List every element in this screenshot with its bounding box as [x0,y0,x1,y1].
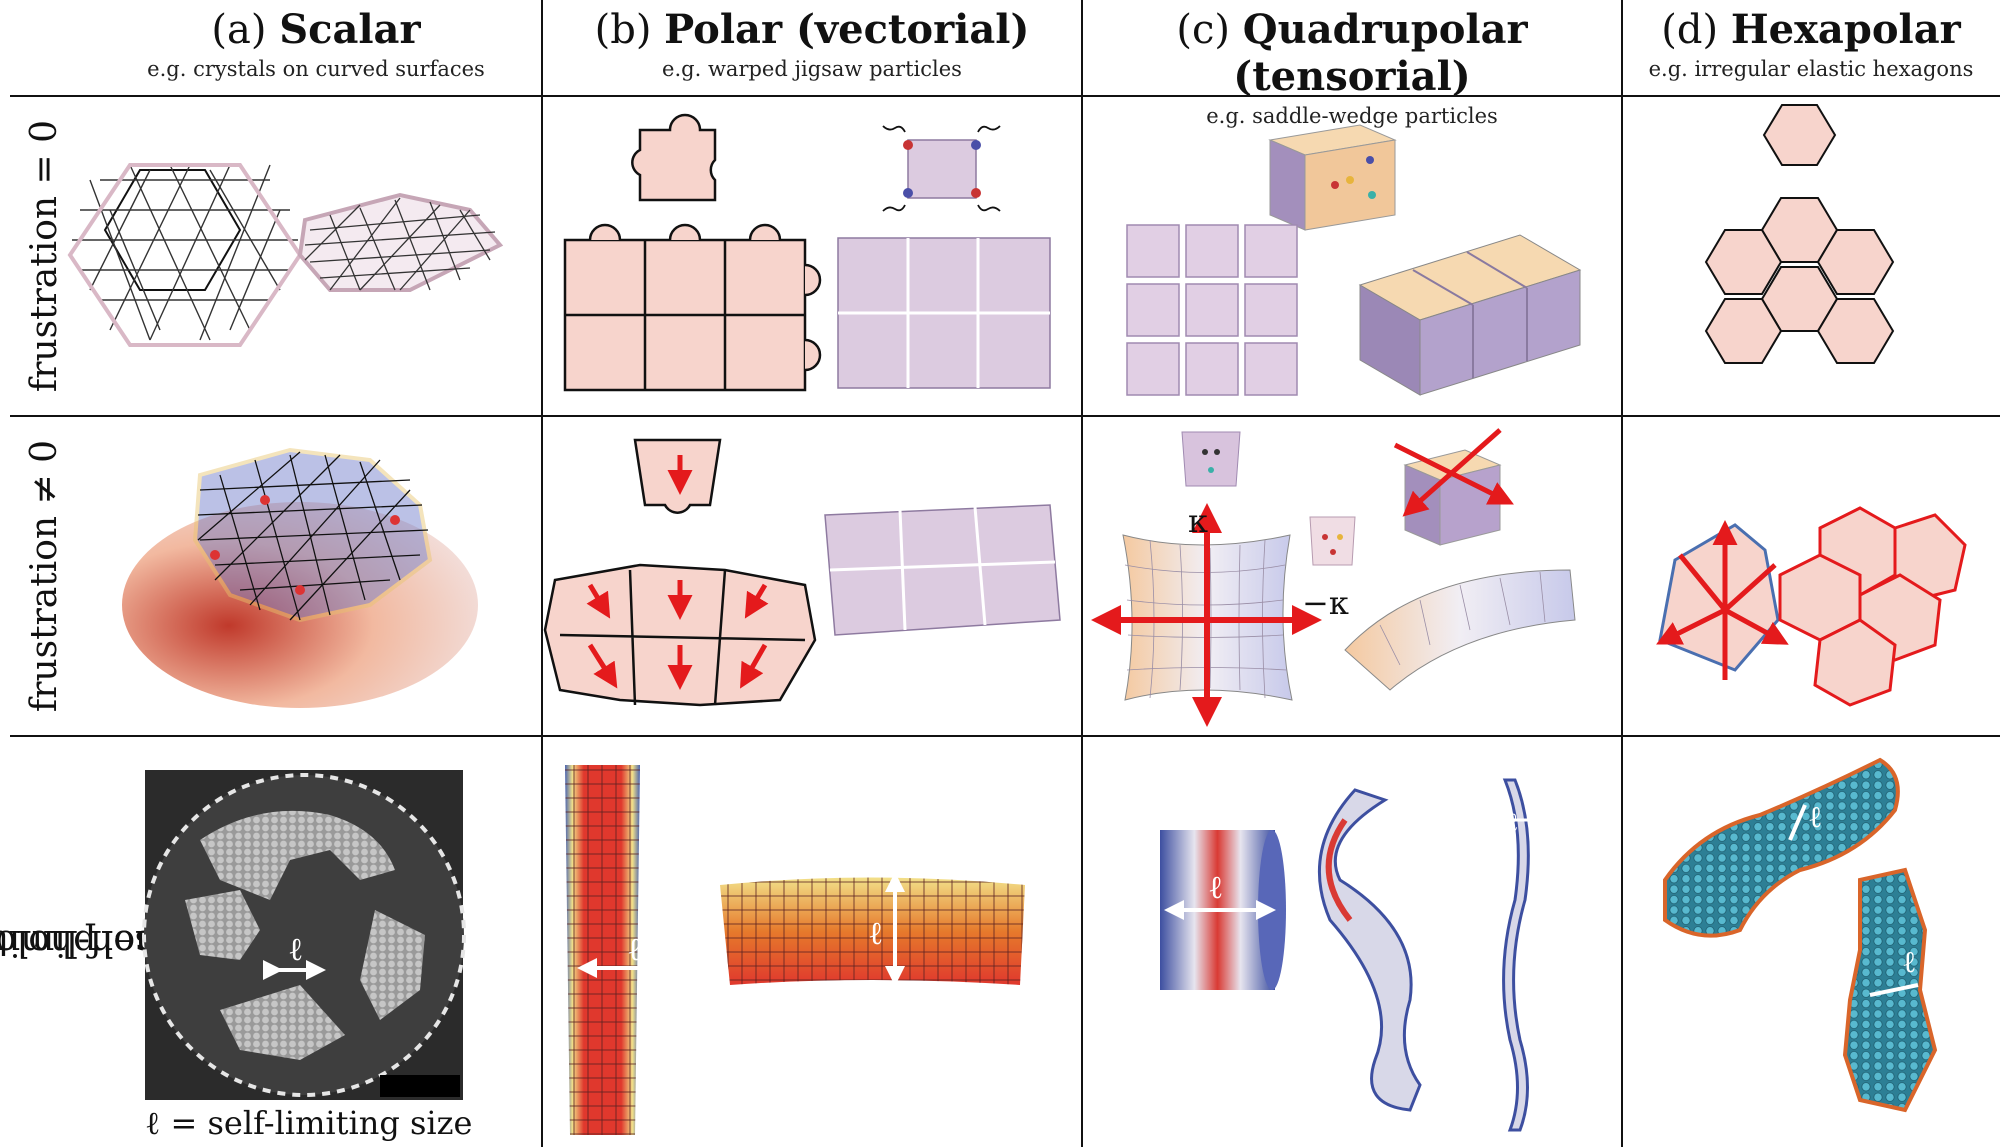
saddle-surface-grid [1091,503,1322,727]
ell-label-c-helix: ℓ [1370,850,1384,883]
irregular-hexagon-arrows [1656,520,1789,680]
wedge-particle-small-2 [1309,516,1356,566]
frustrated-jigsaw-assembly [543,563,817,707]
vertical-strip-lattice [565,765,688,1135]
column-title-d: Hexapolar [1730,6,1961,53]
hexagonal-domain-lower [1842,867,1938,1113]
cylindrical-tube [1160,830,1286,990]
column-example-a: e.g. crystals on curved surfaces [147,57,485,81]
column-header-a: (a) Scalar e.g. crystals on curved surfa… [90,0,542,96]
column-header-b: (b) Polar (vectorial) e.g. warped jigsaw… [542,0,1082,96]
table-grid-lines [10,0,2000,1147]
column-example-d: e.g. irregular elastic hexagons [1648,57,1974,81]
column-header-d: (d) Hexapolar e.g. irregular elastic hex… [1622,0,2000,96]
jigsaw-single-piece [631,113,717,202]
saddle-wedge-cube-arrows [1393,428,1514,546]
column-example-c: e.g. saddle-wedge particles [1206,104,1498,128]
size-caption: ℓ = self-limiting size [145,1104,473,1142]
flat-hexagonal-crystal [67,163,303,347]
column-header-c: (c) Quadrupolar (tensorial) e.g. saddle-… [1082,0,1622,128]
frustrated-patchy-lattice [824,504,1061,636]
minus-kappa-label: −κ [1302,584,1349,622]
ell-label-c-tube: ℓ [1208,868,1224,906]
curved-ribbon-surface [1344,569,1576,691]
frustrated-jigsaw-single [633,438,722,514]
tilted-hexagonal-crystal [297,192,504,292]
saddle-wedge-flat-lattice [1126,224,1298,396]
twisted-ribbon [1498,778,1532,1132]
column-example-b: e.g. warped jigsaw particles [662,57,962,81]
single-hexagon [1762,104,1837,166]
kappa-label: κ [1188,502,1208,540]
irregular-hexagon-cluster [1778,506,1967,707]
ell-label-a: ℓ [288,930,304,968]
jigsaw-assembled-tiling [563,223,822,392]
hexagon-cluster [1704,197,1895,364]
curved-strip-lattice [720,872,1025,986]
hexagonal-domain-upper [1663,757,1900,938]
saddle-wedge-3d-block [1358,234,1582,396]
column-title-a: Scalar [279,6,421,53]
confined-colloid-image [142,770,466,1100]
ell-label-c-twist: ℓ [1506,808,1519,838]
patchy-particle-lattice [837,237,1051,389]
ell-label-d-upper: ℓ [1808,800,1823,835]
helical-ribbon [1317,788,1422,1112]
patchy-particle-single [882,125,1001,212]
saddle-wedge-cube [1268,124,1397,231]
column-title-b: Polar (vectorial) [664,6,1030,53]
curved-dome-crystal [122,447,478,708]
column-title-c: Quadrupolar (tensorial) [1233,6,1528,100]
ell-label-b-curved: ℓ [868,914,884,952]
ell-label-d-lower: ℓ [1902,945,1917,980]
ell-label-b-vertical: ℓ [627,930,643,968]
wedge-particle-small [1181,431,1241,487]
